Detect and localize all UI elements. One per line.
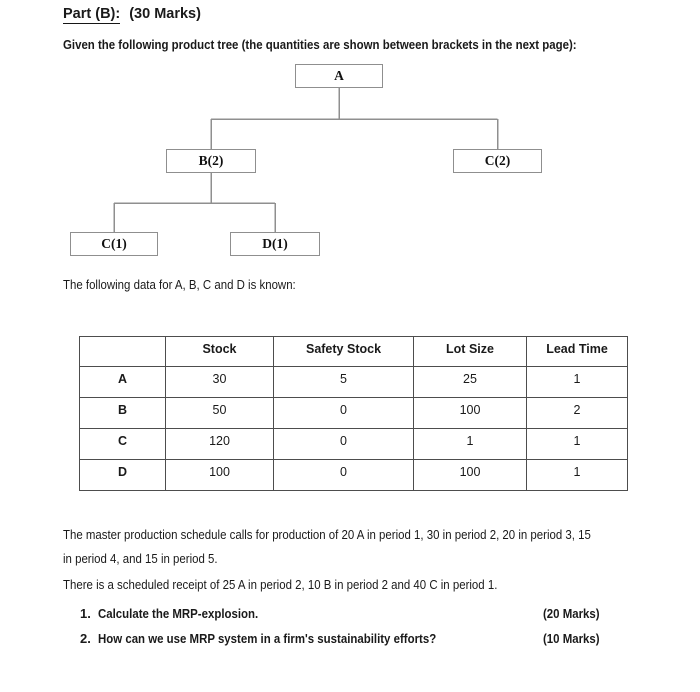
tree-node-c2: C(2) bbox=[453, 149, 542, 173]
product-tree: A B(2) C(2) C(1) D(1) bbox=[0, 60, 700, 260]
table-row-a: A 30 5 25 1 bbox=[79, 366, 628, 398]
mps-paragraph-line-2: in period 4, and 15 in period 5. bbox=[63, 551, 218, 566]
col-header-lot-size: Lot Size bbox=[413, 336, 527, 367]
tree-node-a: A bbox=[295, 64, 383, 88]
data-table: Stock Safety Stock Lot Size Lead Time A … bbox=[79, 336, 628, 491]
part-heading: Part (B): (30 Marks) bbox=[63, 6, 201, 24]
cell-safety-stock: 0 bbox=[273, 459, 414, 491]
tree-node-c1: C(1) bbox=[70, 232, 158, 256]
cell-stock: 50 bbox=[165, 397, 274, 429]
cell-lot-size: 1 bbox=[413, 428, 527, 460]
table-header-row: Stock Safety Stock Lot Size Lead Time bbox=[79, 336, 628, 367]
cell-lot-size: 100 bbox=[413, 459, 527, 491]
cell-stock: 30 bbox=[165, 366, 274, 398]
cell-lead-time: 2 bbox=[526, 397, 628, 429]
cell-lot-size: 25 bbox=[413, 366, 527, 398]
cell-stock: 100 bbox=[165, 459, 274, 491]
cell-lead-time: 1 bbox=[526, 459, 628, 491]
row-label: D bbox=[79, 459, 166, 491]
receipt-paragraph: There is a scheduled receipt of 25 A in … bbox=[63, 577, 498, 592]
col-header-lead-time: Lead Time bbox=[526, 336, 628, 367]
row-label: B bbox=[79, 397, 166, 429]
tree-node-d1: D(1) bbox=[230, 232, 320, 256]
cell-lead-time: 1 bbox=[526, 366, 628, 398]
mps-paragraph-line-1: The master production schedule calls for… bbox=[63, 527, 591, 542]
tree-connectors bbox=[113, 88, 499, 232]
question-text: Calculate the MRP-explosion. bbox=[98, 606, 259, 621]
part-marks: (30 Marks) bbox=[129, 6, 201, 22]
row-label: A bbox=[79, 366, 166, 398]
question-text: How can we use MRP system in a firm's su… bbox=[98, 631, 437, 646]
col-header-blank bbox=[79, 336, 166, 367]
tree-node-b: B(2) bbox=[166, 149, 256, 173]
part-title: Part (B): bbox=[63, 6, 121, 24]
data-known-paragraph: The following data for A, B, C and D is … bbox=[63, 277, 296, 292]
table-row-b: B 50 0 100 2 bbox=[79, 397, 628, 429]
col-header-stock: Stock bbox=[165, 336, 274, 367]
cell-safety-stock: 0 bbox=[273, 397, 414, 429]
question-number: 1. bbox=[80, 606, 91, 621]
intro-paragraph: Given the following product tree (the qu… bbox=[63, 37, 577, 52]
cell-safety-stock: 0 bbox=[273, 428, 414, 460]
row-label: C bbox=[79, 428, 166, 460]
question-marks: (20 Marks) bbox=[543, 606, 600, 621]
cell-lead-time: 1 bbox=[526, 428, 628, 460]
cell-lot-size: 100 bbox=[413, 397, 527, 429]
col-header-safety-stock: Safety Stock bbox=[273, 336, 414, 367]
table-row-d: D 100 0 100 1 bbox=[79, 459, 628, 491]
question-marks: (10 Marks) bbox=[543, 631, 600, 646]
table-row-c: C 120 0 1 1 bbox=[79, 428, 628, 460]
cell-stock: 120 bbox=[165, 428, 274, 460]
question-number: 2. bbox=[80, 631, 91, 646]
cell-safety-stock: 5 bbox=[273, 366, 414, 398]
